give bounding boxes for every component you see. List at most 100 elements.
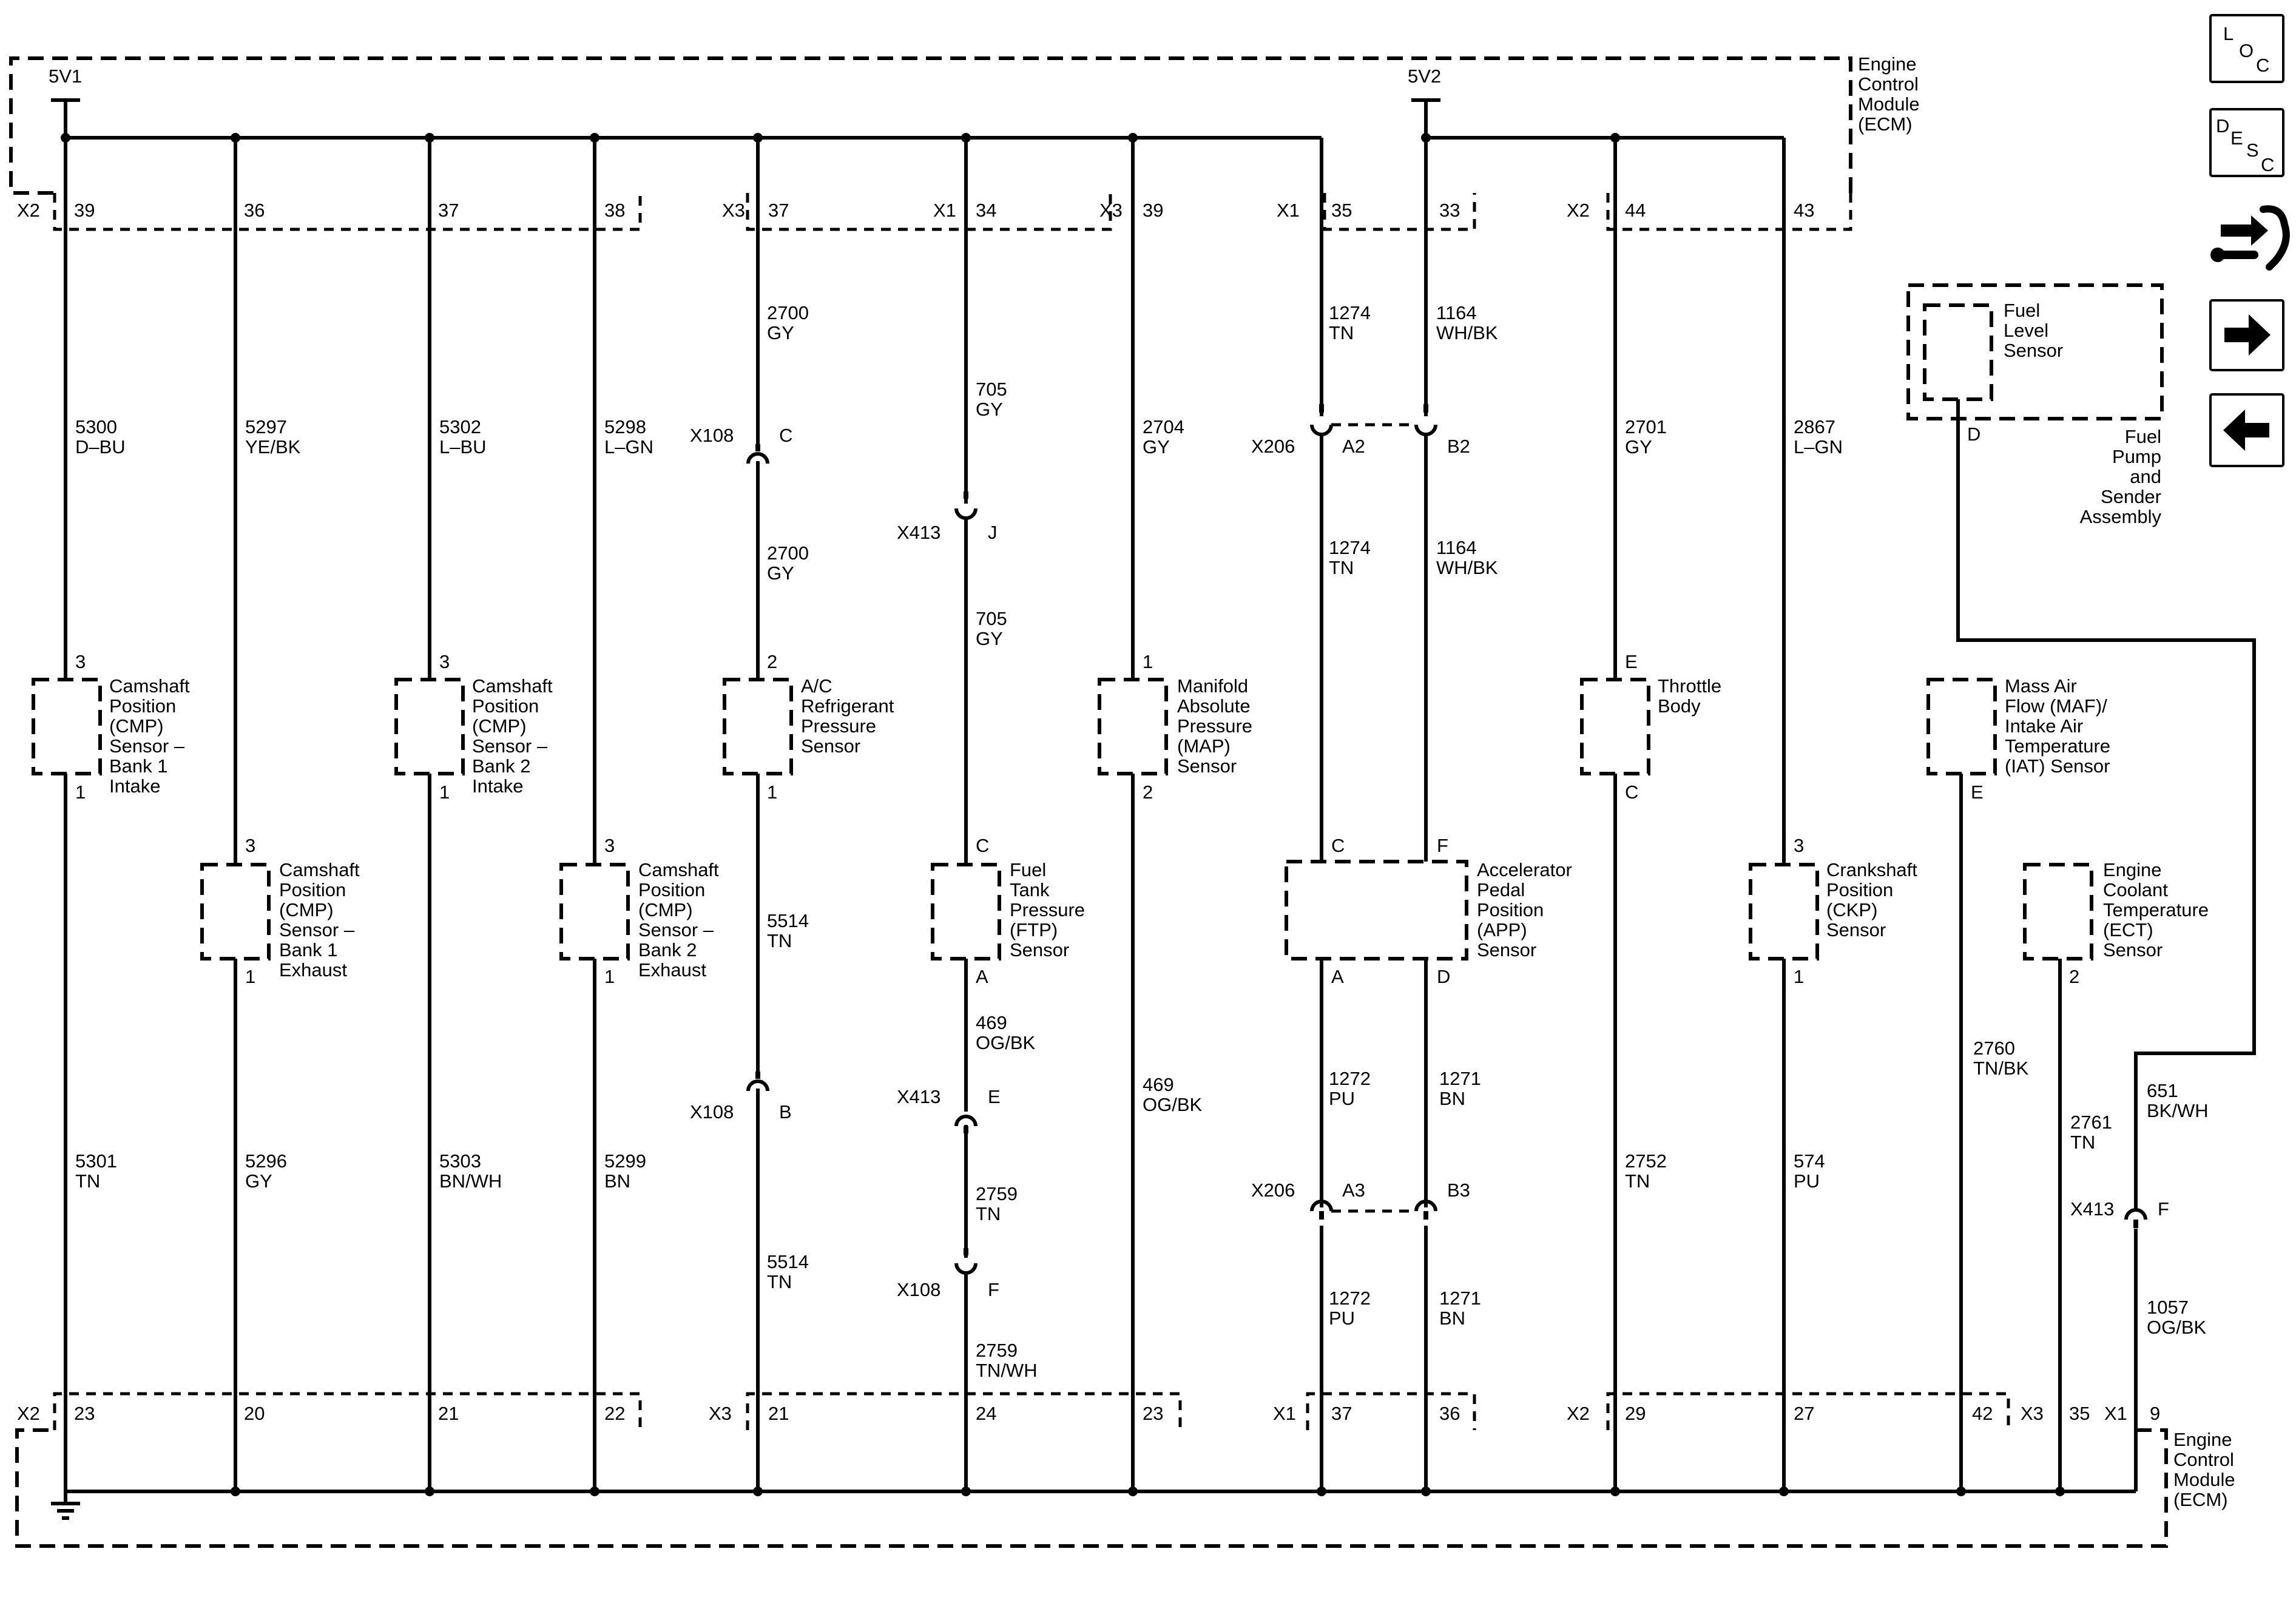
- connector-pin: C: [779, 425, 792, 446]
- wire-1164-number: 1164: [1436, 302, 1477, 323]
- sensor-label: Camshaft: [472, 675, 553, 697]
- sensor-label: (ECT): [2103, 919, 2153, 940]
- connector-pin: B: [779, 1101, 792, 1122]
- wire-469-number: 469: [976, 1012, 1007, 1033]
- desc-letter: S: [2246, 140, 2259, 161]
- sensor-label: Sensor: [801, 735, 860, 757]
- wire-5296-number: 5296: [245, 1150, 287, 1172]
- assembly-label: and: [2130, 466, 2161, 487]
- sensor-label: Accelerator: [1477, 859, 1572, 880]
- top-pin: 33: [1439, 200, 1460, 221]
- sensor-pin: 2: [1143, 781, 1153, 803]
- sensor-label: (CMP): [472, 715, 527, 737]
- sensor-label: Fuel: [1010, 859, 1046, 880]
- sensor-box: [1098, 678, 1168, 775]
- sensor-label: Fuel: [2004, 300, 2040, 321]
- wire-5296-color: GY: [245, 1170, 272, 1192]
- circuit-app: 1274 TN 1164 WH/BK 1274 TN 1164 WH/BK 12…: [1251, 138, 1572, 1491]
- top-pin-conn: X1: [1277, 200, 1300, 221]
- wire-5297-number: 5297: [245, 416, 287, 437]
- wire-5298-number: 5298: [604, 416, 646, 437]
- sensor-box: [394, 678, 465, 775]
- top-pin: 37: [768, 200, 789, 221]
- wire-2760-number: 2760: [1973, 1038, 2015, 1059]
- wire-5302-number: 5302: [439, 416, 481, 437]
- wire-2760-color: TN/BK: [1973, 1058, 2029, 1079]
- wire-5514-number: 5514: [767, 910, 809, 931]
- connector-label: X108: [897, 1279, 940, 1300]
- inline-connector-x206-a3-b3: [1310, 1200, 1437, 1220]
- sensor-label: (CMP): [638, 899, 693, 920]
- ecm-bottom-x2-shell: [53, 1392, 642, 1430]
- sensor-label: (APP): [1477, 919, 1527, 940]
- wire-1274-color: TN: [1329, 557, 1354, 578]
- ecm-bottom: Engine Control Module (ECM): [15, 1392, 2235, 1548]
- connector-label: X413: [897, 522, 940, 543]
- previous-button[interactable]: [2209, 393, 2284, 467]
- ground-icon: [51, 1491, 80, 1520]
- wire-469-number: 469: [1143, 1074, 1174, 1095]
- wire-5300-number: 5300: [75, 416, 117, 437]
- connector-wrench-icon: [2210, 205, 2290, 271]
- wire-2867-color: L–GN: [1794, 436, 1843, 457]
- inline-connector-x413-e: [954, 1115, 977, 1133]
- ecm-bottom-x2b-shell: [1606, 1392, 2010, 1430]
- next-button[interactable]: [2209, 299, 2284, 371]
- wire-5298-color: L–GN: [604, 436, 653, 457]
- wire-1164-color: WH/BK: [1436, 557, 1498, 578]
- assembly-label: Pump: [2112, 446, 2161, 467]
- wire-705-number: 705: [976, 608, 1007, 629]
- sensor-pin: 1: [767, 781, 777, 803]
- ecm-bottom-name-4: (ECM): [2173, 1489, 2228, 1510]
- sensor-label: Sensor: [1177, 755, 1237, 777]
- ecm-bottom-name-3: Module: [2173, 1469, 2235, 1490]
- bottom-pin: 27: [1794, 1403, 1814, 1424]
- sensor-label: Camshaft: [109, 675, 190, 697]
- bottom-pin: 22: [604, 1403, 625, 1424]
- connector-tool-button[interactable]: [2210, 205, 2290, 271]
- wire-2761-number: 2761: [2070, 1112, 2112, 1133]
- wire-5301-color: TN: [75, 1170, 100, 1192]
- sensor-label: Temperature: [2103, 899, 2209, 920]
- wire-5301-number: 5301: [75, 1150, 117, 1172]
- sensor-label: Sensor: [2004, 340, 2063, 361]
- supply-5v2-label: 5V2: [1408, 66, 1441, 87]
- sensor-label: Intake: [109, 775, 160, 797]
- sensor-label: Absolute: [1177, 695, 1251, 717]
- description-button[interactable]: D E S C: [2209, 108, 2284, 177]
- top-pin: 36: [244, 200, 265, 221]
- inline-connector-x108-f: [954, 1248, 977, 1275]
- connector-pin: B2: [1447, 436, 1470, 457]
- wire-1057-number: 1057: [2147, 1297, 2189, 1318]
- sensor-box: [931, 863, 1001, 960]
- sensor-pin: 2: [767, 651, 777, 672]
- wire-1271-number: 1271: [1439, 1068, 1481, 1089]
- sensor-pin: 3: [1794, 835, 1804, 856]
- bottom-pin: 9: [2150, 1403, 2160, 1424]
- wire-2761-color: TN: [2070, 1132, 2095, 1153]
- circuit-ect: 2761 TN 2 Engine Coolant Temperature (EC…: [2023, 859, 2209, 1491]
- sensor-label: Temperature: [2005, 735, 2110, 757]
- sensor-label: Bank 2: [472, 755, 531, 777]
- ecm-top-x2b-shell: [1606, 193, 1852, 231]
- bottom-pin: 23: [74, 1403, 95, 1424]
- wire-2700-number: 2700: [767, 302, 809, 323]
- sensor-label: (IAT) Sensor: [2005, 755, 2110, 777]
- bottom-pin-conn: X2: [1567, 1403, 1590, 1424]
- wire-1271-color: BN: [1439, 1308, 1465, 1329]
- sensor-label: Camshaft: [638, 859, 719, 880]
- sensor-box: [200, 863, 271, 960]
- desc-letter: E: [2230, 127, 2243, 149]
- wire-2704-color: GY: [1143, 436, 1170, 457]
- sensor-label: Throttle: [1658, 675, 1721, 697]
- sensor-label: Tank: [1010, 879, 1050, 900]
- sensor-label: Body: [1658, 695, 1701, 717]
- sensor-label: Flow (MAF)/: [2005, 695, 2107, 717]
- sensor-label: Pedal: [1477, 879, 1525, 900]
- location-button[interactable]: L O C: [2209, 14, 2284, 83]
- sensor-box: [1580, 678, 1650, 775]
- wire-1274-color: TN: [1329, 322, 1354, 343]
- sensor-label: Pressure: [1177, 715, 1252, 737]
- desc-letter: C: [2261, 154, 2274, 175]
- wire-1272-color: PU: [1329, 1088, 1355, 1109]
